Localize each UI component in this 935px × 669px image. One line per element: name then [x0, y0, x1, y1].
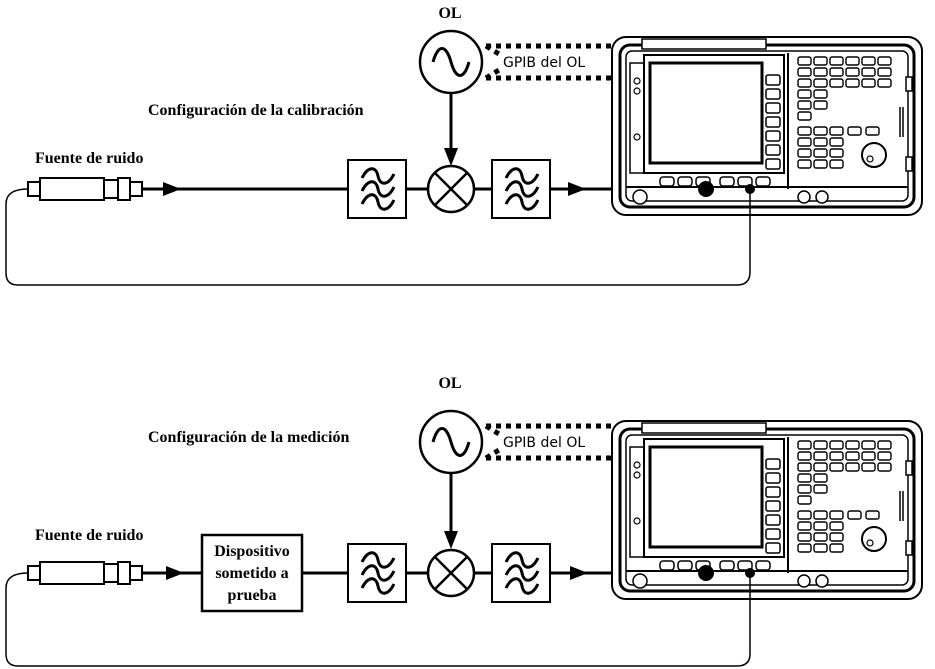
filter-icon	[490, 158, 552, 220]
dut-label-line: Dispositivo	[214, 543, 290, 560]
arrow-icon	[444, 148, 458, 166]
arrow-icon	[163, 182, 181, 196]
dut-label-line: prueba	[228, 587, 277, 604]
filter-icon	[346, 542, 408, 604]
input-port-icon	[698, 565, 714, 581]
setup-title: Configuración de la calibración	[148, 102, 364, 119]
noise-figure-analyzer-icon	[610, 35, 924, 217]
gpib-bus	[484, 423, 612, 461]
filter-icon	[490, 542, 552, 604]
gpib-label: GPIB del OL	[503, 435, 585, 451]
dut-box: Dispositivo sometido a prueba	[200, 533, 304, 613]
noise-source-icon	[27, 177, 143, 201]
filter-icon	[346, 158, 408, 220]
noise-source-label: Fuente de ruido	[35, 150, 143, 167]
gpib-bus	[484, 43, 612, 81]
mixer-icon	[426, 164, 476, 214]
noise-figure-analyzer-icon	[610, 419, 924, 601]
noise-source-label: Fuente de ruido	[35, 527, 143, 544]
arrow-icon	[444, 531, 458, 549]
input-port-icon	[698, 181, 714, 197]
lo-oscillator-icon	[418, 29, 484, 95]
calibration-setup: OL Configuración de la calibración Fuent…	[5, 5, 924, 286]
arrow-icon	[166, 566, 184, 580]
measurement-setup: OL Configuración de la medición Fuente d…	[5, 375, 924, 667]
lo-label: OL	[438, 5, 461, 22]
noise-source-cable	[5, 188, 751, 286]
arrow-icon	[568, 182, 586, 196]
noise-source-cable	[5, 572, 751, 667]
lo-oscillator-icon	[418, 409, 484, 475]
mixer-icon	[426, 548, 476, 598]
arrow-icon	[570, 566, 588, 580]
noise-source-icon	[27, 561, 143, 585]
setup-title: Configuración de la medición	[148, 429, 349, 446]
gpib-label: GPIB del OL	[503, 55, 585, 71]
dut-label-line: sometido a	[215, 565, 288, 582]
lo-label: OL	[438, 375, 461, 392]
